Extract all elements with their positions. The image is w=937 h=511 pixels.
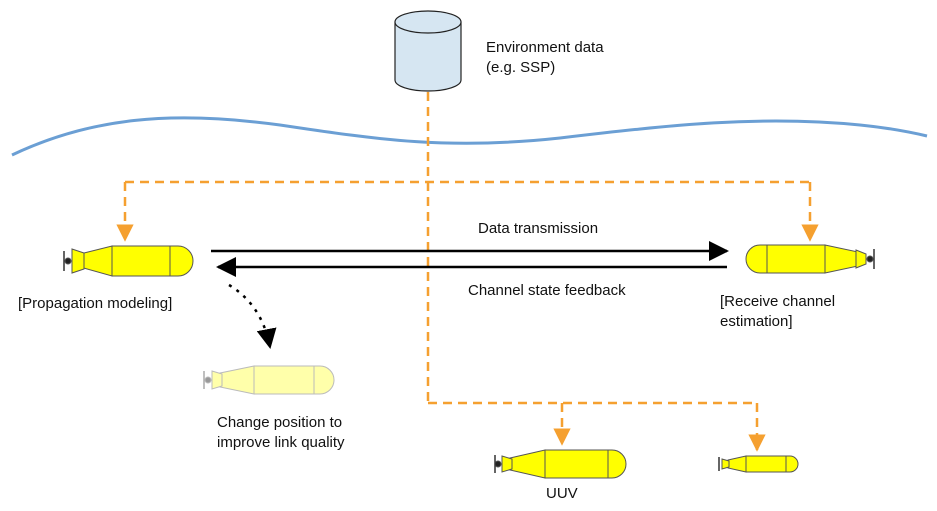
environment-data-label: Environment data (e.g. SSP) (486, 39, 604, 76)
channel-feedback-label: Channel state feedback (468, 282, 626, 299)
database-icon (394, 10, 462, 92)
water-surface-line (11, 116, 928, 157)
propagation-modeling-label: [Propagation modeling] (18, 295, 173, 312)
change-position-label: Change position to improve link quality (217, 414, 345, 451)
uuv-small-icon (718, 455, 799, 473)
uuv-right-icon (745, 244, 875, 274)
uuv-faded-icon (203, 365, 335, 395)
uuv-left-icon (63, 245, 194, 277)
environment-data-links (116, 92, 819, 452)
uuv-label: UUV (546, 485, 578, 502)
uuv-bottom-icon (494, 449, 627, 479)
reposition-arrow (228, 283, 277, 349)
data-transmission-label: Data transmission (478, 220, 599, 237)
receive-channel-label: [Receive channel estimation] (720, 293, 836, 330)
